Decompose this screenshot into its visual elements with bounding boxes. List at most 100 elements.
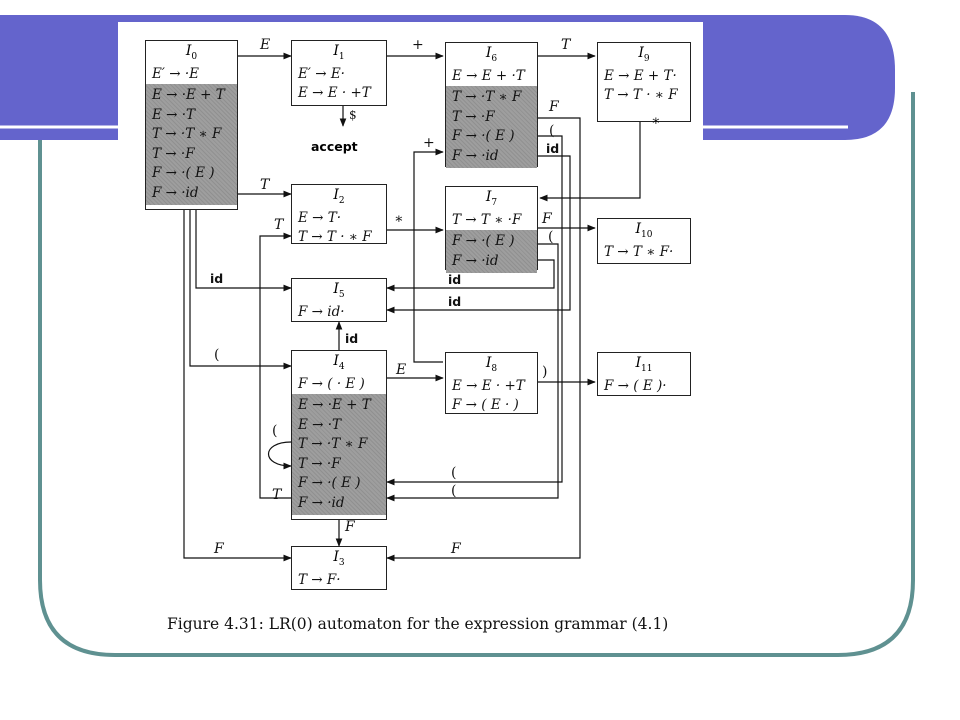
state-i0-closure-item: E → ·E + T [152,87,225,104]
slide-border [38,92,915,657]
state-i6-kernel-item: E → E + ·T [452,67,525,84]
state-i7-closure-item: F → ·id [452,252,499,269]
state-i4-closure-item: F → ·( E ) [298,475,361,492]
label-t-i0-i2: T [260,177,270,193]
state-i1-kernel-item: E → E · +T [298,85,371,102]
accept-label: accept [311,139,358,154]
edge-i4-self [267,441,292,470]
state-i0-closure-item: F → ·( E ) [152,165,215,182]
edge-i9-i7 [539,122,641,202]
edge-i0-i3 [183,210,292,562]
state-i4-closure-item: T → ·T ∗ F [298,436,368,453]
automaton-edges [183,52,641,562]
label-f-i0-i3: F [214,541,224,557]
state-i9-title: I9 [638,45,650,64]
state-i11: I11 F → ( E )· [597,352,691,396]
state-i4-closure-item: E → ·T [298,416,342,433]
state-i6-closure-item: F → ·id [452,147,499,164]
state-i6-closure-item: T → ·F [452,108,495,125]
state-i5-title: I5 [333,281,345,300]
label-e-i0-i1: E [260,37,271,53]
state-i7-closure-item: F → ·( E ) [452,233,515,250]
label-id-i0-i5: id [210,271,224,286]
label-paren-i7-i4: ( [451,483,457,499]
label-paren-i0-i4: ( [214,347,220,363]
state-i4-closure-item: T → ·F [298,455,341,472]
label-t-i4-i2-bottom: T [272,487,282,503]
label-paren-i7: ( [548,229,554,245]
state-i6-closure: T → ·T ∗ F T → ·F F → ·( E ) F → ·id [446,86,537,169]
label-f-i6-i3: F [451,541,461,557]
label-f-i7-i10: F [542,211,552,227]
label-paren-i6-i4: ( [451,465,457,481]
state-i8-title: I8 [485,355,498,374]
label-id-i6-i5: id [448,294,462,309]
label-t-i4-i2: T [274,217,284,233]
state-i9-kernel-item: T → T · ∗ F [604,87,678,104]
edge-i0-i5 [195,210,292,292]
state-i0-title: I0 [185,43,198,62]
label-paren-self-i4: ( [272,423,278,439]
state-i1-title: I1 [333,43,345,62]
label-f-i6: F [549,99,559,115]
state-i4-title: I4 [333,353,345,372]
state-i6-title: I6 [485,45,498,64]
state-i2-kernel-item: T → T · ∗ F [298,229,372,246]
figure-caption: Figure 4.31: LR(0) automaton for the exp… [167,615,669,633]
label-f-i4-i3: F [345,519,355,535]
state-i3-title: I3 [333,549,345,568]
state-i8: I8 E → E · +T F → ( E · ) [445,352,538,414]
edge-i7-i4 [386,243,559,502]
state-i7: I7 T → T ∗ ·F F → ·( E ) F → ·id [445,186,538,274]
state-i4-closure-item: E → ·E + T [298,397,371,414]
state-i6-closure-item: F → ·( E ) [452,128,515,145]
edge-i6-i5 [386,155,571,314]
label-plus-i8-i6: + [423,135,435,151]
edge-i8-i6 [413,148,444,363]
state-i2: I2 E → T· T → T · ∗ F [291,184,387,245]
lr0-automaton-figure: I0 E′ → ·E E → ·E + T E → ·T T → ·T ∗ F … [118,22,703,642]
state-i8-kernel-item: E → E · +T [452,377,525,394]
label-plus-i1-i6: + [412,37,424,53]
state-i1-kernel-item: E′ → E· [298,65,345,82]
state-i7-title: I7 [485,189,498,208]
state-i10-title: I10 [635,221,653,240]
edge-i7-i5 [386,259,555,292]
state-i0-closure-item: F → ·id [152,184,199,201]
state-i6: I6 E → E + ·T T → ·T ∗ F T → ·F F → ·( E… [445,42,538,169]
state-i0-closure-item: T → ·F [152,145,195,162]
state-i4-kernel-item: F → ( · E ) [298,375,365,392]
label-id-i6: id [546,141,560,156]
state-i2-title: I2 [333,187,345,206]
state-i10: I10 T → T ∗ F· [597,218,691,264]
label-e-i4-i8: E [396,362,407,378]
state-i9-kernel-item: E → E + T· [604,67,677,84]
state-i4-closure: E → ·E + T E → ·T T → ·T ∗ F T → ·F F → … [292,394,386,516]
state-i11-kernel-item: F → ( E )· [604,377,667,394]
state-i7-closure: F → ·( E ) F → ·id [446,230,537,274]
state-i0-closure: E → ·E + T E → ·T T → ·T ∗ F T → ·F F → … [146,84,237,206]
edge-i0-i4 [189,210,292,370]
edge-i6-i4 [386,135,563,486]
state-i8-kernel-item: F → ( E · ) [452,397,519,414]
edge-i6-i3 [386,117,581,562]
label-star-i2-i7: ∗ [394,211,404,227]
state-i11-title: I11 [635,355,653,374]
label-t-i6-i9: T [561,37,571,53]
state-i4: I4 F → ( · E ) E → ·E + T E → ·T T → ·T … [291,350,387,520]
state-i10-kernel-item: T → T ∗ F· [604,243,674,260]
state-i7-kernel-item: T → T ∗ ·F [452,211,522,228]
state-i2-kernel-item: E → T· [298,209,342,226]
state-i0: I0 E′ → ·E E → ·E + T E → ·T T → ·T ∗ F … [145,40,238,210]
state-i6-closure-item: T → ·T ∗ F [452,89,522,106]
state-i0-closure-item: T → ·T ∗ F [152,126,222,143]
label-id-i4-i5: id [345,331,359,346]
state-i5-kernel-item: F → id· [298,303,345,320]
state-i0-kernel-item: E′ → ·E [152,65,199,82]
state-i1: I1 E′ → E· E → E · +T [291,40,387,106]
label-dollar: $ [349,108,357,122]
state-i3: I3 T → F· [291,546,387,590]
label-paren-i8-i11: ) [542,364,548,380]
state-i4-closure-item: F → ·id [298,494,345,511]
state-i5: I5 F → id· [291,278,387,322]
